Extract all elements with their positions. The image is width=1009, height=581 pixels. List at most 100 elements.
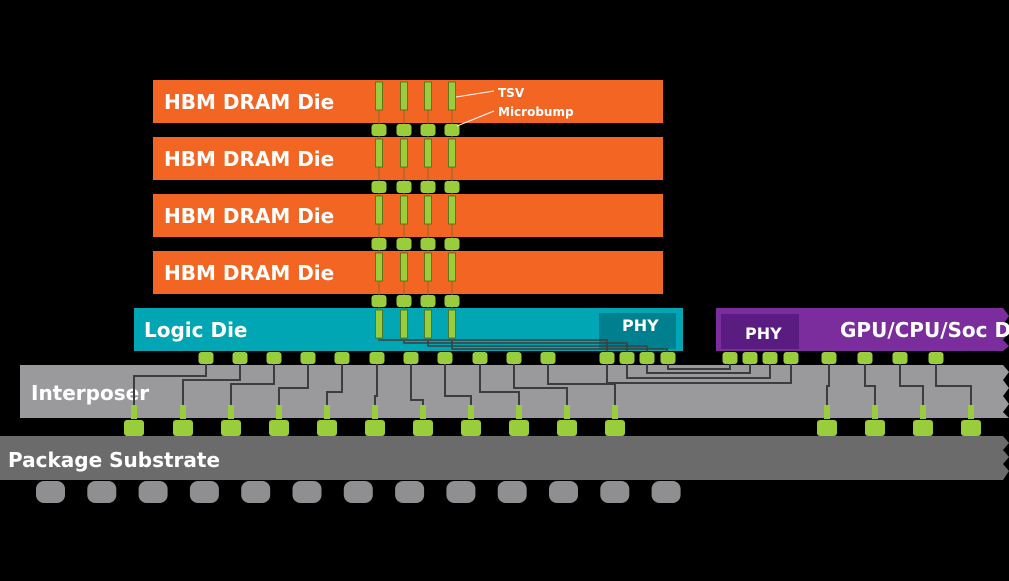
c4-bump	[317, 420, 337, 436]
package-substrate: Package Substrate	[0, 436, 1009, 480]
interposer-trace	[326, 364, 343, 412]
tsv	[424, 138, 432, 168]
tsv	[400, 81, 408, 111]
interposer-via	[276, 405, 282, 419]
hbm-dram-die	[153, 80, 663, 123]
logic-die-microbump	[437, 352, 453, 364]
tsv	[375, 195, 383, 225]
interposer-label: Interposer	[31, 381, 149, 405]
tsv	[400, 309, 408, 339]
c4-bump	[269, 420, 289, 436]
interposer-trace	[374, 364, 378, 412]
tsv	[448, 252, 456, 282]
gpu-die-microbump	[857, 352, 873, 364]
microbump	[420, 181, 436, 193]
logic-die-microbump	[334, 352, 350, 364]
gpu-die-microbump	[892, 352, 908, 364]
logic-die-microbump	[300, 352, 316, 364]
tsv	[400, 195, 408, 225]
gpu-interposer-trace	[826, 364, 830, 412]
microbump	[396, 181, 412, 193]
interposer-traces	[133, 364, 972, 412]
microbump	[396, 295, 412, 307]
gpu-phy-microbump	[783, 352, 799, 364]
gpu-phy-microbump	[762, 352, 778, 364]
microbump-callout-label: Microbump	[498, 105, 574, 119]
c4-bump	[865, 420, 885, 436]
gpu-cpu-soc-die: PHY GPU/CPU/Soc Die	[716, 308, 1009, 351]
hbm-dram-die	[153, 137, 663, 180]
logic-die-microbump	[369, 352, 385, 364]
logic-die-body	[134, 308, 683, 351]
phy-microbump	[599, 352, 615, 364]
solder-ball	[241, 481, 271, 503]
interposer-via	[920, 405, 926, 419]
solder-ball	[395, 481, 425, 503]
logic-die-label: Logic Die	[144, 318, 248, 342]
c4-bump	[817, 420, 837, 436]
logic-die-microbump	[506, 352, 522, 364]
c4-bump	[961, 420, 981, 436]
interposer-via	[228, 405, 234, 419]
interposer-trace	[278, 364, 309, 412]
phy-link-trace	[646, 364, 751, 374]
tsv	[424, 81, 432, 111]
solder-ball	[87, 481, 117, 503]
microbump	[371, 295, 387, 307]
interposer-via	[968, 405, 974, 419]
interposer-via	[824, 405, 830, 419]
tsv	[375, 81, 383, 111]
interposer-via	[468, 405, 474, 419]
tsv-callout-line	[455, 90, 495, 98]
microbump	[420, 295, 436, 307]
microbump	[396, 124, 412, 136]
solder-ball	[343, 481, 373, 503]
hbm-dram-die-label: HBM DRAM Die	[164, 261, 334, 285]
tsv	[400, 138, 408, 168]
interposer-trace	[230, 364, 275, 412]
tsv	[375, 252, 383, 282]
phy-microbump	[639, 352, 655, 364]
tsv	[448, 138, 456, 168]
microbump	[444, 124, 460, 136]
solder-ball	[651, 481, 681, 503]
microbump	[444, 238, 460, 250]
microbump	[444, 181, 460, 193]
logic-phy-label: PHY	[622, 316, 659, 335]
phy-microbump	[660, 352, 676, 364]
hbm-dram-die-label: HBM DRAM Die	[164, 147, 334, 171]
c4-bump	[413, 420, 433, 436]
solder-ball	[36, 481, 65, 503]
c4-bump	[124, 420, 144, 436]
microbump-callout-line	[456, 110, 495, 127]
c4-bump	[365, 420, 385, 436]
microbump	[396, 238, 412, 250]
interposer-via	[180, 405, 186, 419]
interposer-via	[564, 405, 570, 419]
gpu-interposer-trace	[864, 364, 876, 412]
interposer-via	[420, 405, 426, 419]
c4-bump	[221, 420, 241, 436]
interposer-via	[324, 405, 330, 419]
phy-link-trace	[626, 364, 771, 379]
gpu-phy-microbump	[742, 352, 758, 364]
solder-ball	[446, 481, 476, 503]
solder-ball	[497, 481, 527, 503]
logic-die: Logic Die PHY	[134, 308, 683, 351]
tsv-columns	[371, 81, 460, 340]
c4-bump	[605, 420, 625, 436]
logic-die-microbump	[266, 352, 282, 364]
solder-ball	[189, 481, 219, 503]
gpu-interposer-trace	[935, 364, 972, 412]
phy-link-trace	[667, 364, 731, 370]
gpu-die-label: GPU/CPU/Soc Die	[840, 318, 1009, 342]
hbm-dram-die-label: HBM DRAM Die	[164, 204, 334, 228]
solder-balls	[36, 481, 681, 503]
logic-die-microbump	[540, 352, 556, 364]
c4-bump	[173, 420, 193, 436]
tsv	[375, 138, 383, 168]
die-microbumps	[198, 352, 944, 364]
microbump	[420, 238, 436, 250]
